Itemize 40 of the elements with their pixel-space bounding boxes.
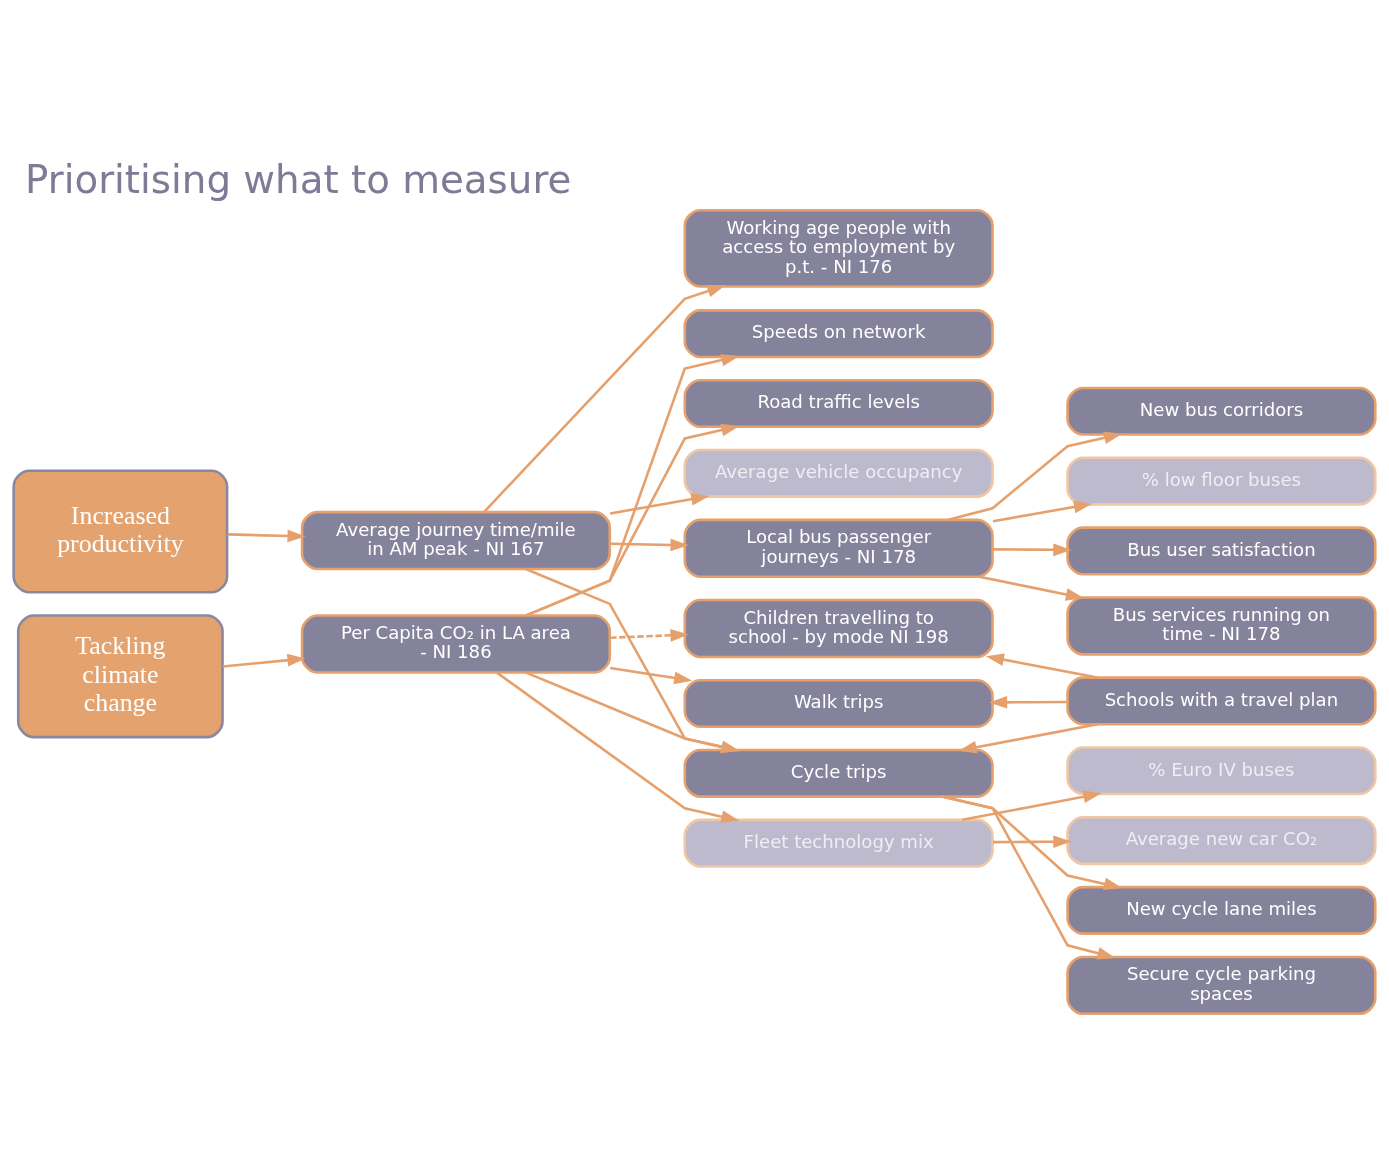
node-box: Bus services running on time - NI 178 [1066, 596, 1377, 656]
node-box: Schools with a travel plan [1066, 676, 1377, 726]
node-box: Tackling climate change [16, 614, 224, 739]
arrow [958, 722, 1098, 754]
node-box: Bus user satisfaction [1066, 526, 1377, 576]
node-box: Average journey time/mile in AM peak - NI 167 [300, 510, 612, 571]
arrow [992, 835, 1072, 849]
arrow [496, 671, 740, 823]
arrow [525, 671, 740, 754]
arrow [227, 529, 306, 543]
arrow [989, 696, 1068, 709]
node-box: Children travelling to school - by mode NI 198 [683, 598, 994, 659]
node-box: New bus corridors [1066, 386, 1377, 436]
arrow [979, 575, 1084, 601]
arrow [948, 431, 1123, 522]
arrow [610, 538, 689, 552]
arrow [992, 500, 1093, 523]
diagram-title: Prioritising what to measure [25, 157, 572, 203]
node-box: Increased productivity [12, 469, 229, 594]
node-box: Speeds on network [683, 309, 994, 359]
arrow [525, 423, 740, 617]
node-box: New cycle lane miles [1066, 885, 1377, 935]
arrow [222, 653, 306, 668]
arrow [992, 543, 1072, 557]
arrow [610, 492, 710, 515]
node-box: Cycle trips [683, 748, 994, 798]
arrow [941, 795, 1116, 960]
arrow [985, 653, 1098, 679]
arrow [483, 285, 726, 513]
arrow [525, 567, 740, 754]
node-box: Road traffic levels [683, 378, 994, 429]
node-box: Secure cycle parking spaces [1066, 955, 1377, 1016]
node-box: Local bus passenger journeys - NI 178 [683, 518, 994, 579]
arrow [610, 666, 693, 685]
arrow [610, 628, 689, 642]
node-box: Walk trips [683, 678, 994, 729]
arrow [962, 790, 1102, 822]
node-box: Working age people with access to employment by p.t. - NI 176 [683, 208, 994, 288]
node-box: Per Capita CO₂ in LA area - NI 186 [300, 614, 612, 674]
arrow [525, 353, 740, 617]
